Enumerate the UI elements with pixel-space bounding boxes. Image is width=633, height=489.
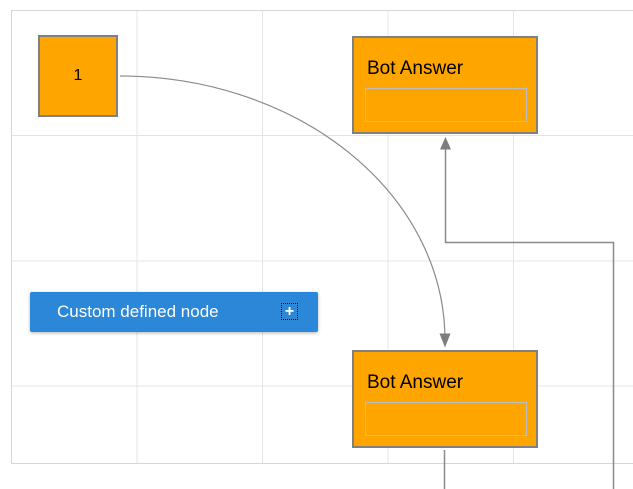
bot-answer-bottom-input-box[interactable]	[365, 402, 527, 436]
bot-answer-bottom-title: Bot Answer	[367, 372, 464, 393]
add-node-button[interactable]: +	[281, 303, 298, 320]
node-1[interactable]: 1	[38, 35, 118, 117]
grid-border	[11, 10, 633, 464]
bot-answer-top-input-box[interactable]	[365, 88, 527, 122]
connector-orthogonal-to-bot-answer-top[interactable]	[444, 149, 615, 489]
node-bot-answer-bottom[interactable]: Bot Answer	[352, 350, 538, 448]
arrowhead-down-icon	[439, 333, 451, 348]
node-custom-defined[interactable]: Custom defined node +	[30, 292, 318, 332]
node-bot-answer-top[interactable]: Bot Answer	[352, 36, 538, 134]
plus-icon: +	[284, 302, 295, 320]
arrowhead-up-icon	[440, 137, 451, 150]
connector-curve-node1-to-bot-answer-bottom[interactable]	[119, 75, 446, 341]
node-1-label: 1	[73, 67, 83, 84]
bot-answer-top-title: Bot Answer	[367, 58, 464, 79]
custom-node-label: Custom defined node	[57, 302, 219, 321]
